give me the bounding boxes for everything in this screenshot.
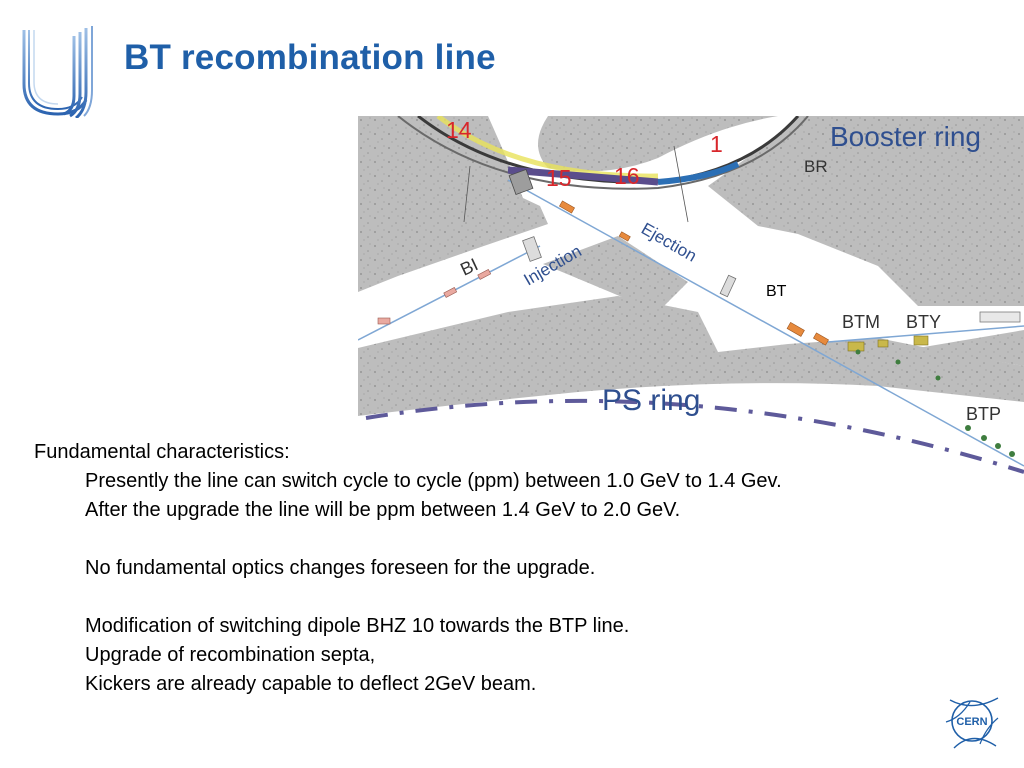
label-ps-ring: PS ring — [602, 384, 700, 417]
text-line: Upgrade of recombination septa, — [85, 644, 376, 666]
text-line: Presently the line can switch cycle to c… — [85, 470, 782, 492]
label-br: BR — [804, 157, 828, 176]
cern-logo-icon: CERN — [945, 697, 999, 749]
characteristics-heading: Fundamental characteristics: — [34, 441, 290, 463]
label-bi: BI — [457, 254, 481, 279]
characteristics-text: Fundamental characteristics: Presently t… — [34, 438, 994, 699]
label-ring-1: 1 — [710, 131, 723, 157]
label-btp: BTP — [966, 404, 1001, 424]
booster-ring-outer-arc — [397, 116, 809, 190]
bty-line — [827, 325, 1024, 343]
ejection-line — [507, 179, 1024, 467]
shielding-booster-core — [538, 116, 778, 172]
slide-title: BT recombination line — [124, 38, 496, 77]
shielding-lower — [358, 296, 1024, 416]
beam-line-diagram: 14 15 16 1 Booster ring BR BI Injection … — [358, 116, 1024, 474]
shielding-lower-right — [918, 330, 1024, 366]
text-line: No fundamental optics changes foreseen f… — [85, 557, 596, 579]
label-bty: BTY — [906, 312, 941, 332]
label-ring-15: 15 — [546, 165, 572, 191]
text-line: Kickers are already capable to deflect 2… — [85, 673, 537, 695]
cern-logo-text: CERN — [956, 716, 987, 728]
label-ring-14: 14 — [446, 117, 472, 143]
institution-logo-icon — [22, 26, 93, 118]
shielding-center-wedge — [543, 236, 688, 312]
text-line: After the upgrade the line will be ppm b… — [85, 499, 681, 521]
label-ring-16: 16 — [614, 163, 640, 189]
shielding-upper-right — [708, 116, 1024, 306]
text-line: Modification of switching dipole BHZ 10 … — [85, 615, 630, 637]
label-booster-ring: Booster ring — [830, 121, 981, 152]
ps-ring-arc — [365, 398, 1024, 474]
label-bt: BT — [766, 283, 787, 300]
label-btm: BTM — [842, 312, 880, 332]
